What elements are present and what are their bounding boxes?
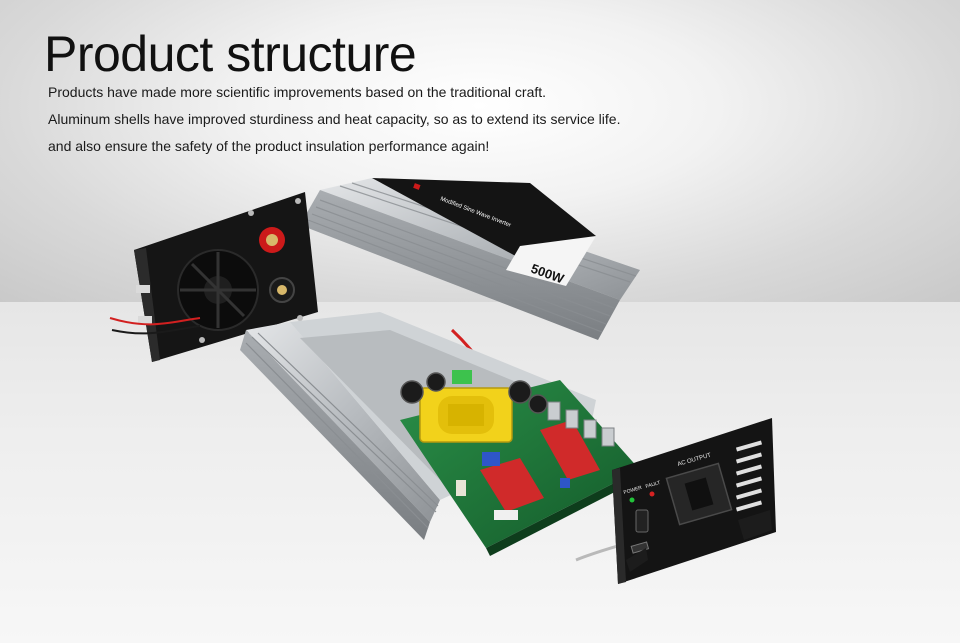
top-housing: 500W Modified Sine Wave Inverter xyxy=(300,178,640,340)
control-board xyxy=(540,420,600,480)
front-panel: AC OUTPUT POWER FAULT xyxy=(612,418,776,584)
power-switch xyxy=(635,509,649,533)
description-line-1: Products have made more scientific impro… xyxy=(48,84,547,100)
description-line-2: Aluminum shells have improved sturdiness… xyxy=(48,111,621,127)
back-panel xyxy=(134,192,318,362)
description-line-3: and also ensure the safety of the produc… xyxy=(48,138,490,154)
power-indicator-label: POWER xyxy=(623,485,643,496)
fault-indicator-label: FAULT xyxy=(645,480,661,490)
page-title: Product structure xyxy=(44,26,417,82)
circuit-board xyxy=(400,370,642,556)
capacitor-icon xyxy=(400,380,424,404)
usb-port-icon xyxy=(630,541,650,554)
fault-led-icon xyxy=(649,491,655,497)
power-led-icon xyxy=(629,497,635,503)
